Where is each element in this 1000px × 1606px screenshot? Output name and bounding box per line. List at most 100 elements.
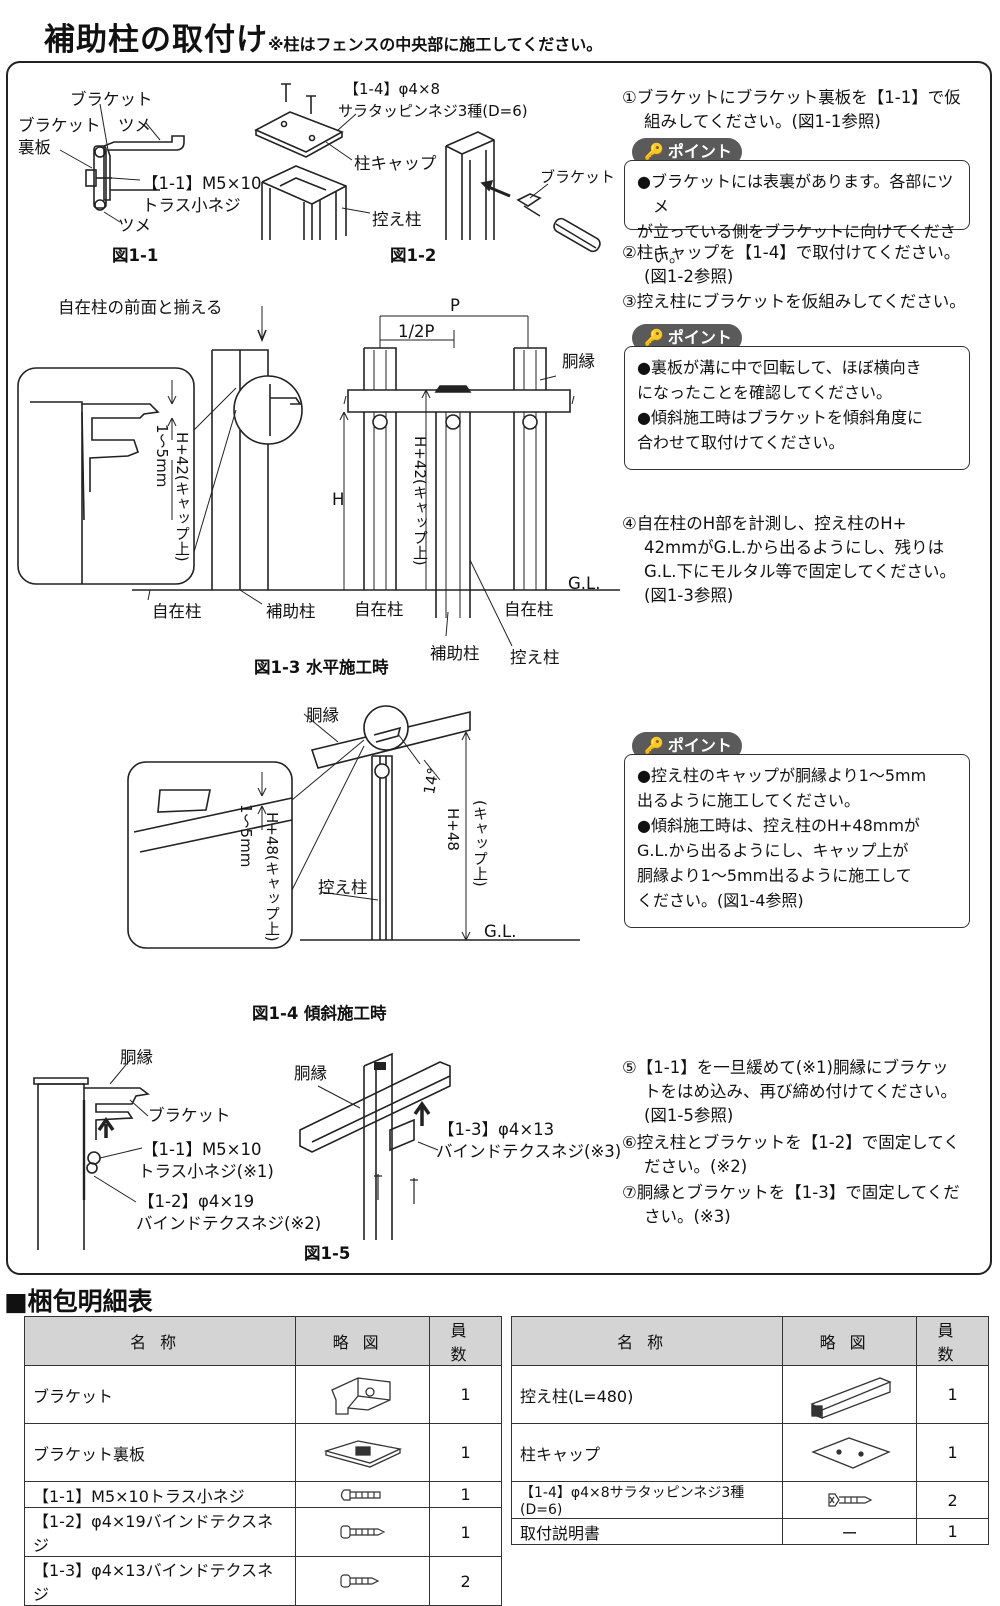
- fig1-2-caption: 図1-2: [390, 246, 437, 265]
- fig1-5-screw11-label: 【1-1】M5×10: [142, 1140, 262, 1159]
- fig1-1-claw-top-label: ツメ: [118, 116, 151, 135]
- fig1-4-caption: 図1-4 傾斜施工時: [252, 1004, 387, 1023]
- part-qty: 1: [429, 1423, 502, 1482]
- fig1-4-main-dim-2: (キャップ上): [471, 800, 489, 887]
- part-name: ブラケット: [23, 1365, 297, 1424]
- fig1-5-screw12-label-2: バインドテクスネジ(※2): [136, 1214, 322, 1233]
- fig1-3-caption: 図1-3 水平施工時: [254, 658, 389, 677]
- fig1-3-range-dim: 1～5mm: [153, 424, 171, 488]
- fig1-3-cap-main-dim: H+42(キャップ上): [411, 436, 429, 566]
- page-title: 補助柱の取付け: [44, 22, 268, 58]
- step-1: ①ブラケットにブラケット裏板を【1-1】で仮組みしてください。(図1-1参照): [622, 88, 961, 131]
- fig1-1-backplate-label-2: 裏板: [18, 138, 51, 157]
- parts-table-right: 名称 略図 員数 控え柱(L=480) 1 柱キャップ 1 【1-4】φ4×8サ…: [510, 1316, 989, 1545]
- part-qty: 1: [429, 1481, 502, 1508]
- fig1-2-support-post-label: 控え柱: [372, 210, 422, 229]
- key-icon: 🔑: [644, 142, 664, 161]
- header-name: 名称: [23, 1316, 297, 1366]
- part-figure: [782, 1423, 918, 1482]
- part-figure: [782, 1481, 918, 1519]
- fig1-3-support-post-label: 控え柱: [510, 648, 560, 667]
- table-row: 【1-4】φ4×8サラタッピンネジ3種(D=6) 2: [510, 1481, 989, 1519]
- part-figure: [295, 1423, 431, 1482]
- part-figure: [782, 1365, 918, 1424]
- part-figure: [295, 1481, 431, 1508]
- fig1-1-backplate-label: ブラケット: [18, 116, 101, 135]
- part-name: 取付説明書: [510, 1518, 784, 1545]
- fig1-4-main-dim: H+48: [444, 808, 462, 851]
- table-row: 柱キャップ 1: [510, 1423, 989, 1482]
- figure-1-4-drawing: [127, 705, 580, 949]
- instruction-frame: [6, 61, 992, 1275]
- part-name: 【1-1】M5×10トラス小ネジ: [23, 1481, 297, 1508]
- support-post-icon: [810, 1376, 892, 1419]
- table-row: 【1-3】φ4×13バインドテクスネジ 2: [23, 1556, 502, 1606]
- part-qty: 1: [429, 1365, 502, 1424]
- part-name: 【1-4】φ4×8サラタッピンネジ3種(D=6): [510, 1481, 784, 1519]
- table-row: 【1-1】M5×10トラス小ネジ 1: [23, 1481, 502, 1508]
- table-row: 控え柱(L=480) 1: [510, 1365, 989, 1424]
- fig1-5-screw12-label: 【1-2】φ4×19: [138, 1192, 255, 1211]
- fig1-3-aux-post-label: 補助柱: [266, 602, 316, 621]
- figure-1-3-drawing: [17, 306, 620, 647]
- step-3: ③控え柱にブラケットを仮組みしてください。: [622, 292, 966, 311]
- point-box-1: ●ブラケットには表裏があります。各部にツメ が立っている側をブラケットに向けてく…: [624, 160, 970, 266]
- fig1-4-support-post-label: 控え柱: [318, 878, 368, 897]
- fig1-1-screw-label-2: トラス小ネジ: [142, 196, 241, 215]
- tapping-screw-icon: [828, 1493, 872, 1507]
- fig1-3-free-post-left: 自在柱: [152, 602, 202, 621]
- parts-section-title: ■梱包明細表: [4, 1287, 153, 1316]
- header-name: 名称: [510, 1316, 784, 1366]
- parts-table-left: 名称 略図 員数 ブラケット 1 ブラケット裏板 1 【1-1】M5×10トラス…: [23, 1316, 502, 1606]
- point-box-3: ●控え柱のキャップが胴縁より1～5mm 出るように施工してください。 ●傾斜施工…: [624, 754, 970, 928]
- key-icon: 🔑: [644, 736, 664, 755]
- fig1-5-screw13-label: 【1-3】φ4×13: [438, 1120, 555, 1139]
- part-qty: 1: [429, 1507, 502, 1557]
- fig1-5-rail-right-label: 胴縁: [294, 1064, 327, 1083]
- table-row: ブラケット裏板 1: [23, 1423, 502, 1482]
- fig1-4-gl-label: G.L.: [484, 922, 517, 941]
- fig1-4-rail-label: 胴縁: [306, 706, 339, 725]
- key-icon: 🔑: [644, 328, 664, 347]
- header-qty: 員数: [916, 1316, 989, 1366]
- header-figure: 略図: [782, 1316, 918, 1366]
- part-figure: [295, 1365, 431, 1424]
- fig1-1-bracket-label: ブラケット: [70, 90, 153, 109]
- part-name: 控え柱(L=480): [510, 1365, 784, 1424]
- fig1-2-bracket-label: ブラケット: [540, 168, 616, 186]
- fig1-3-gl-label: G.L.: [568, 574, 601, 593]
- figure-1-1-drawing: [59, 103, 185, 223]
- part-figure: [295, 1556, 431, 1606]
- part-qty: 2: [916, 1481, 989, 1519]
- fig1-1-screw-label: 【1-1】M5×10: [142, 174, 262, 193]
- step-5: ⑤【1-1】を一旦緩めて(※1)胴縁にブラケットをはめ込み、再び締め付けてくださ…: [622, 1058, 958, 1125]
- header-figure: 略図: [295, 1316, 431, 1366]
- fig1-2-screw-label: 【1-4】φ4×8: [344, 80, 441, 98]
- table-row: 【1-2】φ4×19バインドテクスネジ 1: [23, 1507, 502, 1557]
- step-7: ⑦胴縁とブラケットを【1-3】で固定してください。(※3): [622, 1183, 960, 1226]
- table-row: 取付説明書 ー 1: [510, 1518, 989, 1545]
- fig1-3-rail-label: 胴縁: [562, 352, 595, 371]
- part-qty: 1: [916, 1518, 989, 1545]
- part-qty: 2: [429, 1556, 502, 1606]
- figure-1-5-drawing: [33, 1052, 451, 1250]
- fig1-3-free-post-mid: 自在柱: [354, 600, 404, 619]
- part-name: ブラケット裏板: [23, 1423, 297, 1482]
- part-figure: [295, 1507, 431, 1557]
- back-plate-icon: [323, 1439, 402, 1468]
- fig1-3-h-label: H: [332, 490, 345, 509]
- header-qty: 員数: [429, 1316, 502, 1366]
- fig1-5-caption: 図1-5: [304, 1244, 351, 1263]
- fig1-5-rail-label: 胴縁: [120, 1048, 153, 1067]
- post-cap-icon: [810, 1436, 891, 1469]
- part-qty: 1: [916, 1423, 989, 1482]
- installation-diagrams: [17, 83, 620, 1250]
- step-6: ⑥控え柱とブラケットを【1-2】で固定してください。(※2): [622, 1133, 960, 1176]
- fig1-4-cap-dim: H+48(キャップ上): [263, 812, 281, 942]
- fig1-5-screw13-label-2: バインドテクスネジ(※3): [436, 1142, 622, 1161]
- bracket-icon: [330, 1376, 391, 1415]
- page-note: ※柱はフェンスの中央部に施工してください。: [268, 35, 603, 54]
- truss-screw-icon: [340, 1488, 381, 1501]
- fig1-3-aux-post-bottom: 補助柱: [430, 644, 480, 663]
